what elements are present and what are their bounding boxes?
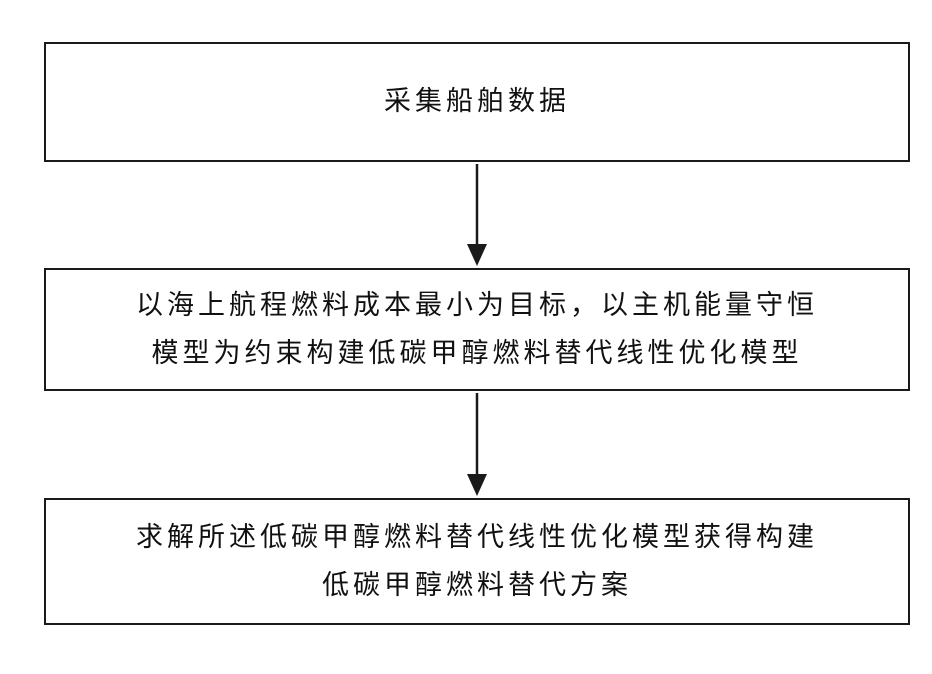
arrow-down-icon [467,474,487,496]
arrow-1 [467,164,487,266]
arrow-down-icon [467,244,487,266]
step-box-2: 以海上航程燃料成本最小为目标，以主机能量守恒 模型为约束构建低碳甲醇燃料替代线性… [44,268,910,391]
step-text-3: 求解所述低碳甲醇燃料替代线性优化模型获得构建 低碳甲醇燃料替代方案 [136,514,818,610]
step-box-3: 求解所述低碳甲醇燃料替代线性优化模型获得构建 低碳甲醇燃料替代方案 [44,498,910,625]
arrow-2 [467,393,487,496]
step-text-2: 以海上航程燃料成本最小为目标，以主机能量守恒 模型为约束构建低碳甲醇燃料替代线性… [136,282,818,378]
